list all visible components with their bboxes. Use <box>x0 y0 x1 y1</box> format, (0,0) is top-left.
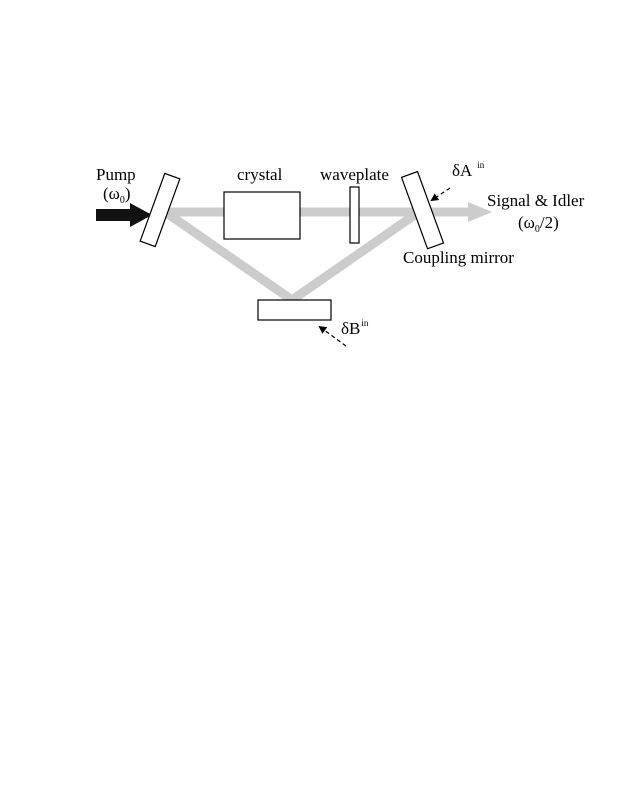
pump-arrow <box>96 203 152 227</box>
pump-frequency-label: (ω0) <box>103 184 131 206</box>
coupling-mirror <box>400 170 445 250</box>
delta-b-input-arrow <box>318 325 347 347</box>
output-beam-arrowhead <box>468 202 492 222</box>
delta-b-label: δBin <box>341 318 369 338</box>
signal-idler-label: Signal & Idler <box>487 191 585 210</box>
crystal-box <box>223 191 301 240</box>
bottom-mirror <box>257 299 332 321</box>
waveplate-label: waveplate <box>320 165 389 184</box>
delta-a-input-arrow <box>430 187 451 202</box>
pump-label: Pump <box>96 165 136 184</box>
crystal-label: crystal <box>237 165 283 184</box>
signal-frequency-label: (ω0/2) <box>518 213 559 235</box>
coupling-mirror-label: Coupling mirror <box>403 248 514 267</box>
beam-left-leg <box>163 209 297 305</box>
input-mirror <box>139 172 181 248</box>
beam-right-leg <box>287 209 421 305</box>
waveplate-plate <box>349 186 360 244</box>
